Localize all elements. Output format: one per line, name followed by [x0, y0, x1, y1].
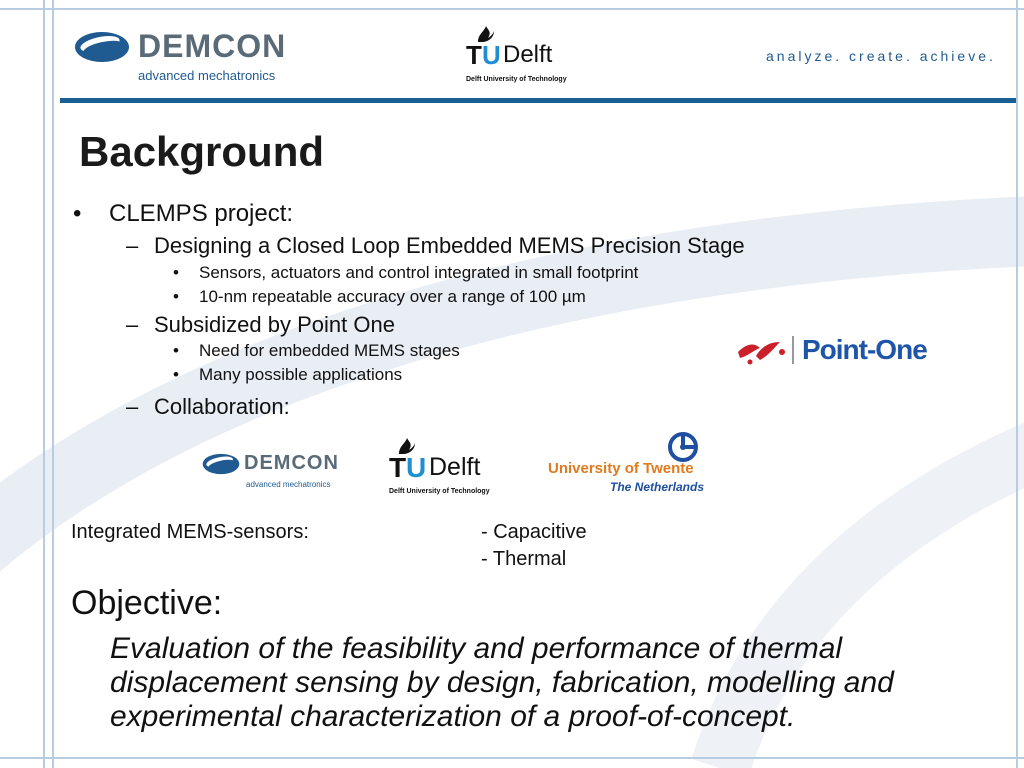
- collab-demcon-ellipse-icon: [202, 453, 240, 475]
- collab-tudelft-delft: Delft: [429, 453, 481, 481]
- collab-tudelft-t: T: [389, 452, 407, 483]
- header-bar: [60, 98, 1016, 103]
- point-one-symbol-icon: [738, 342, 785, 365]
- collab-tudelft-u: U: [406, 452, 427, 483]
- sensor-capacitive: - Capacitive: [481, 521, 587, 543]
- dash-mark: –: [126, 312, 139, 337]
- subsubbullet-accuracy: 10-nm repeatable accuracy over a range o…: [199, 287, 586, 306]
- tudelft-tagline: Delft University of Technology: [466, 76, 567, 83]
- subsubbullet-applications: Many possible applications: [199, 365, 403, 384]
- demcon-logo: DEMCON advanced mechatronics: [74, 28, 294, 86]
- collab-tudelft-flame-icon: [399, 438, 415, 454]
- point-one-logo: Point-One: [736, 334, 936, 368]
- utwente-country: The Netherlands: [610, 480, 705, 494]
- collab-demcon-wordmark: DEMCON: [244, 452, 339, 474]
- bullet-mark-small: •: [173, 263, 179, 282]
- bullet-mark-small: •: [173, 287, 179, 306]
- subsubbullet-need: Need for embedded MEMS stages: [199, 341, 460, 360]
- collab-demcon-tagline: advanced mechatronics: [246, 480, 331, 489]
- bullet-mark: •: [73, 200, 82, 227]
- demcon-ellipse-icon: [75, 32, 129, 62]
- frame-line-right: [1016, 0, 1018, 768]
- subsubbullet-sensors: Sensors, actuators and control integrate…: [199, 263, 639, 282]
- slogan: analyze. create. achieve.: [766, 48, 996, 64]
- frame-line-top: [0, 8, 1024, 10]
- frame-line-left-1: [43, 0, 45, 768]
- bullet-mark-small: •: [173, 341, 179, 360]
- frame-line-left-2: [52, 0, 54, 768]
- subbullet-collaboration: Collaboration:: [154, 394, 290, 419]
- objective-text: Evaluation of the feasibility and perfor…: [110, 632, 894, 733]
- tudelft-u: U: [482, 40, 501, 70]
- bullet-mark-small: •: [173, 365, 179, 384]
- collab-utwente-logo: University of Twente The Netherlands: [548, 432, 708, 494]
- utwente-name: University of Twente: [548, 460, 694, 477]
- demcon-wordmark: DEMCON: [138, 28, 287, 64]
- tudelft-t: T: [466, 40, 482, 70]
- frame-line-bottom: [0, 757, 1024, 759]
- objective-heading: Objective:: [71, 584, 223, 622]
- slide-title: Background: [79, 128, 325, 175]
- sensor-thermal: - Thermal: [481, 548, 567, 570]
- tudelft-flame-icon: [478, 26, 494, 42]
- demcon-tagline: advanced mechatronics: [138, 68, 276, 83]
- sensors-label: Integrated MEMS-sensors:: [71, 521, 309, 543]
- subbullet-designing: Designing a Closed Loop Embedded MEMS Pr…: [154, 233, 745, 258]
- point-one-separator: [792, 336, 794, 364]
- point-one-wordmark: Point-One: [802, 334, 928, 365]
- collab-tudelft-logo: T U Delft Delft University of Technology: [389, 434, 509, 498]
- collab-tudelft-tagline: Delft University of Technology: [389, 488, 490, 495]
- utwente-emblem-icon: [668, 432, 698, 462]
- tudelft-delft: Delft: [503, 41, 553, 68]
- collab-demcon-logo: DEMCON advanced mechatronics: [202, 452, 342, 492]
- dash-mark: –: [126, 394, 139, 419]
- tudelft-logo: T U Delft Delft University of Technology: [466, 22, 596, 88]
- subbullet-subsidized: Subsidized by Point One: [154, 312, 395, 337]
- bullet-clemps: CLEMPS project:: [109, 200, 294, 227]
- dash-mark: –: [126, 233, 139, 258]
